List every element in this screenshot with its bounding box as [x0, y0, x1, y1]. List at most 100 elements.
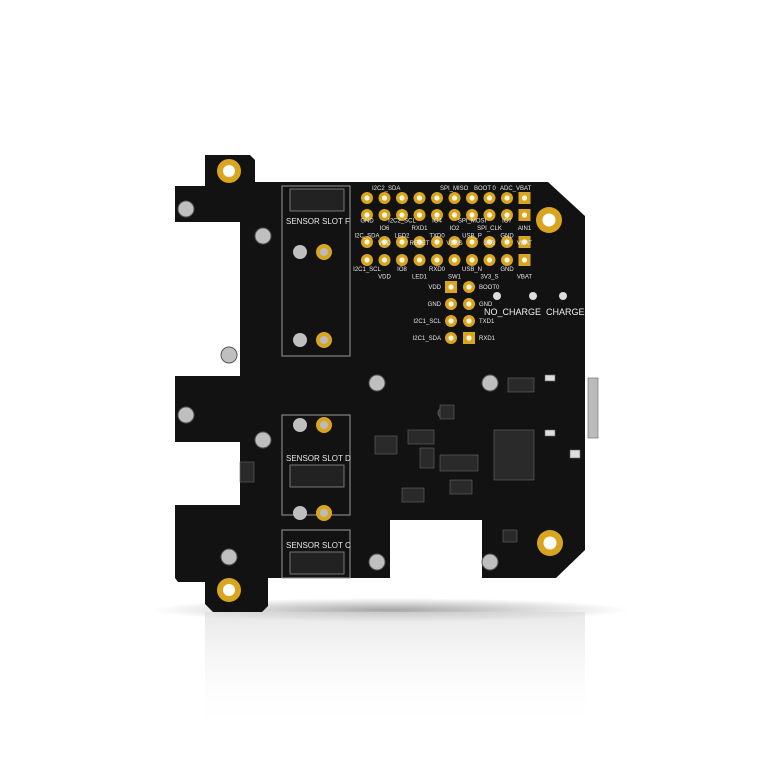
- pin-hole: [466, 335, 472, 341]
- slot-label: SENSOR SLOT C: [286, 541, 351, 550]
- pin-label: VBUS: [446, 241, 462, 247]
- pin-label: GND: [500, 267, 514, 273]
- leds: NO_CHARGE CHARGE: [484, 292, 585, 317]
- sensor-slot-f: SENSOR SLOT F: [281, 185, 351, 357]
- pin-label: SW1: [448, 275, 462, 281]
- pin-hole: [451, 212, 458, 218]
- pin-hole: [466, 318, 472, 324]
- pin-hole: [466, 284, 472, 290]
- pin-label: AIN1: [518, 226, 532, 232]
- pin-hole: [469, 257, 475, 263]
- pin-hole: [364, 195, 370, 201]
- pin-header-40: [361, 192, 531, 266]
- pin-hole: [381, 257, 388, 263]
- smd-components: [239, 374, 599, 543]
- pin-label: GND: [479, 302, 493, 308]
- pin-label: BOOT0: [479, 285, 500, 291]
- pin-hole: [416, 257, 423, 263]
- pin-label: 3V3: [484, 241, 495, 247]
- pin-hole: [521, 239, 528, 245]
- pin-hole: [504, 239, 510, 245]
- pin-label: GND: [500, 234, 514, 240]
- pin-hole: [504, 195, 510, 201]
- pin-hole: [416, 239, 423, 245]
- pin-hole: [399, 212, 405, 218]
- pin-hole: [416, 195, 423, 201]
- pin-label: 3V3_S: [480, 275, 498, 281]
- pin-label: VDD: [378, 275, 391, 281]
- pin-label: VDD: [428, 285, 441, 291]
- pin-label: VDD: [378, 241, 391, 247]
- pin-hole: [364, 239, 370, 245]
- pin-hole: [469, 195, 475, 201]
- pin-label: I2C_SDA: [354, 234, 379, 240]
- pin-label: VBAT: [517, 241, 533, 247]
- pin-label: SPI_CLK: [477, 226, 502, 232]
- pin-label: RXD0: [429, 267, 446, 273]
- pin-label: I2C1_SCL: [353, 267, 381, 273]
- pin-hole: [381, 239, 388, 245]
- pin-hole: [364, 212, 370, 218]
- pin-hole: [466, 301, 472, 307]
- pin-label: USB_N: [462, 267, 482, 273]
- pin-hole: [486, 195, 493, 201]
- pin-hole: [381, 195, 388, 201]
- pin-label: RESET: [409, 241, 429, 247]
- pin-label: GND: [428, 302, 442, 308]
- pin-hole: [504, 257, 510, 263]
- pin-hole: [451, 239, 458, 245]
- pin-hole: [451, 195, 458, 201]
- pin-label: LED2: [394, 234, 410, 240]
- pin-hole: [399, 195, 405, 201]
- pin-label: LED1: [412, 275, 428, 281]
- sensor-slot-c: SENSOR SLOT C: [281, 529, 351, 579]
- pin-hole: [451, 257, 458, 263]
- pin-hole: [486, 239, 493, 245]
- pin-hole: [434, 257, 440, 263]
- pin-label: IO7: [502, 219, 512, 225]
- pin-label: SPI_MOSI: [458, 219, 487, 225]
- pin-label: TXD0: [429, 234, 445, 240]
- pin-label: GND: [360, 219, 374, 225]
- pin-label: I2C1_SDA: [413, 336, 441, 342]
- pin-label: I2C2_SCL: [388, 219, 416, 225]
- pin-hole: [448, 284, 454, 290]
- pin-hole: [364, 257, 370, 263]
- slot-label: SENSOR SLOT D: [286, 454, 351, 463]
- led-label-no-charge: NO_CHARGE: [484, 307, 541, 317]
- sensor-slot-d: SENSOR SLOT D: [281, 414, 351, 521]
- pin-hole: [434, 195, 440, 201]
- pin-hole: [399, 257, 405, 263]
- pin-hole: [521, 257, 528, 263]
- pin-hole: [448, 335, 454, 341]
- pin-label: IO8: [397, 267, 407, 273]
- pin-hole: [434, 239, 440, 245]
- pin-hole: [521, 212, 528, 218]
- led-label-charge: CHARGE: [546, 307, 585, 317]
- pin-label: BOOT 0: [474, 186, 497, 192]
- slot-label: SENSOR SLOT F: [286, 217, 350, 226]
- pin-label: SPI_MISO: [440, 186, 469, 192]
- pin-hole: [486, 212, 493, 218]
- pin-hole: [469, 239, 475, 245]
- board-reflection: [205, 612, 585, 732]
- pin-hole: [504, 212, 510, 218]
- pin-label: RXD1: [411, 226, 428, 232]
- pin-hole: [381, 212, 388, 218]
- pin-label: RXD1: [479, 336, 496, 342]
- pin-label: USB_P: [462, 234, 482, 240]
- pin-label: ADC_VBAT: [500, 186, 532, 192]
- pin-label: IO2: [450, 226, 460, 232]
- pin-hole: [469, 212, 475, 218]
- pin-label: I2C2_SDA: [372, 186, 400, 192]
- pin-label: IO4: [432, 219, 442, 225]
- pin-hole: [416, 212, 423, 218]
- pin-hole: [448, 318, 454, 324]
- pin-label: TXD1: [479, 319, 495, 325]
- pin-label: VBAT: [517, 275, 533, 281]
- pin-hole: [448, 301, 454, 307]
- header-top-labels: I2C2_SDA SPI_MISO BOOT 0 ADC_VBAT: [372, 186, 532, 192]
